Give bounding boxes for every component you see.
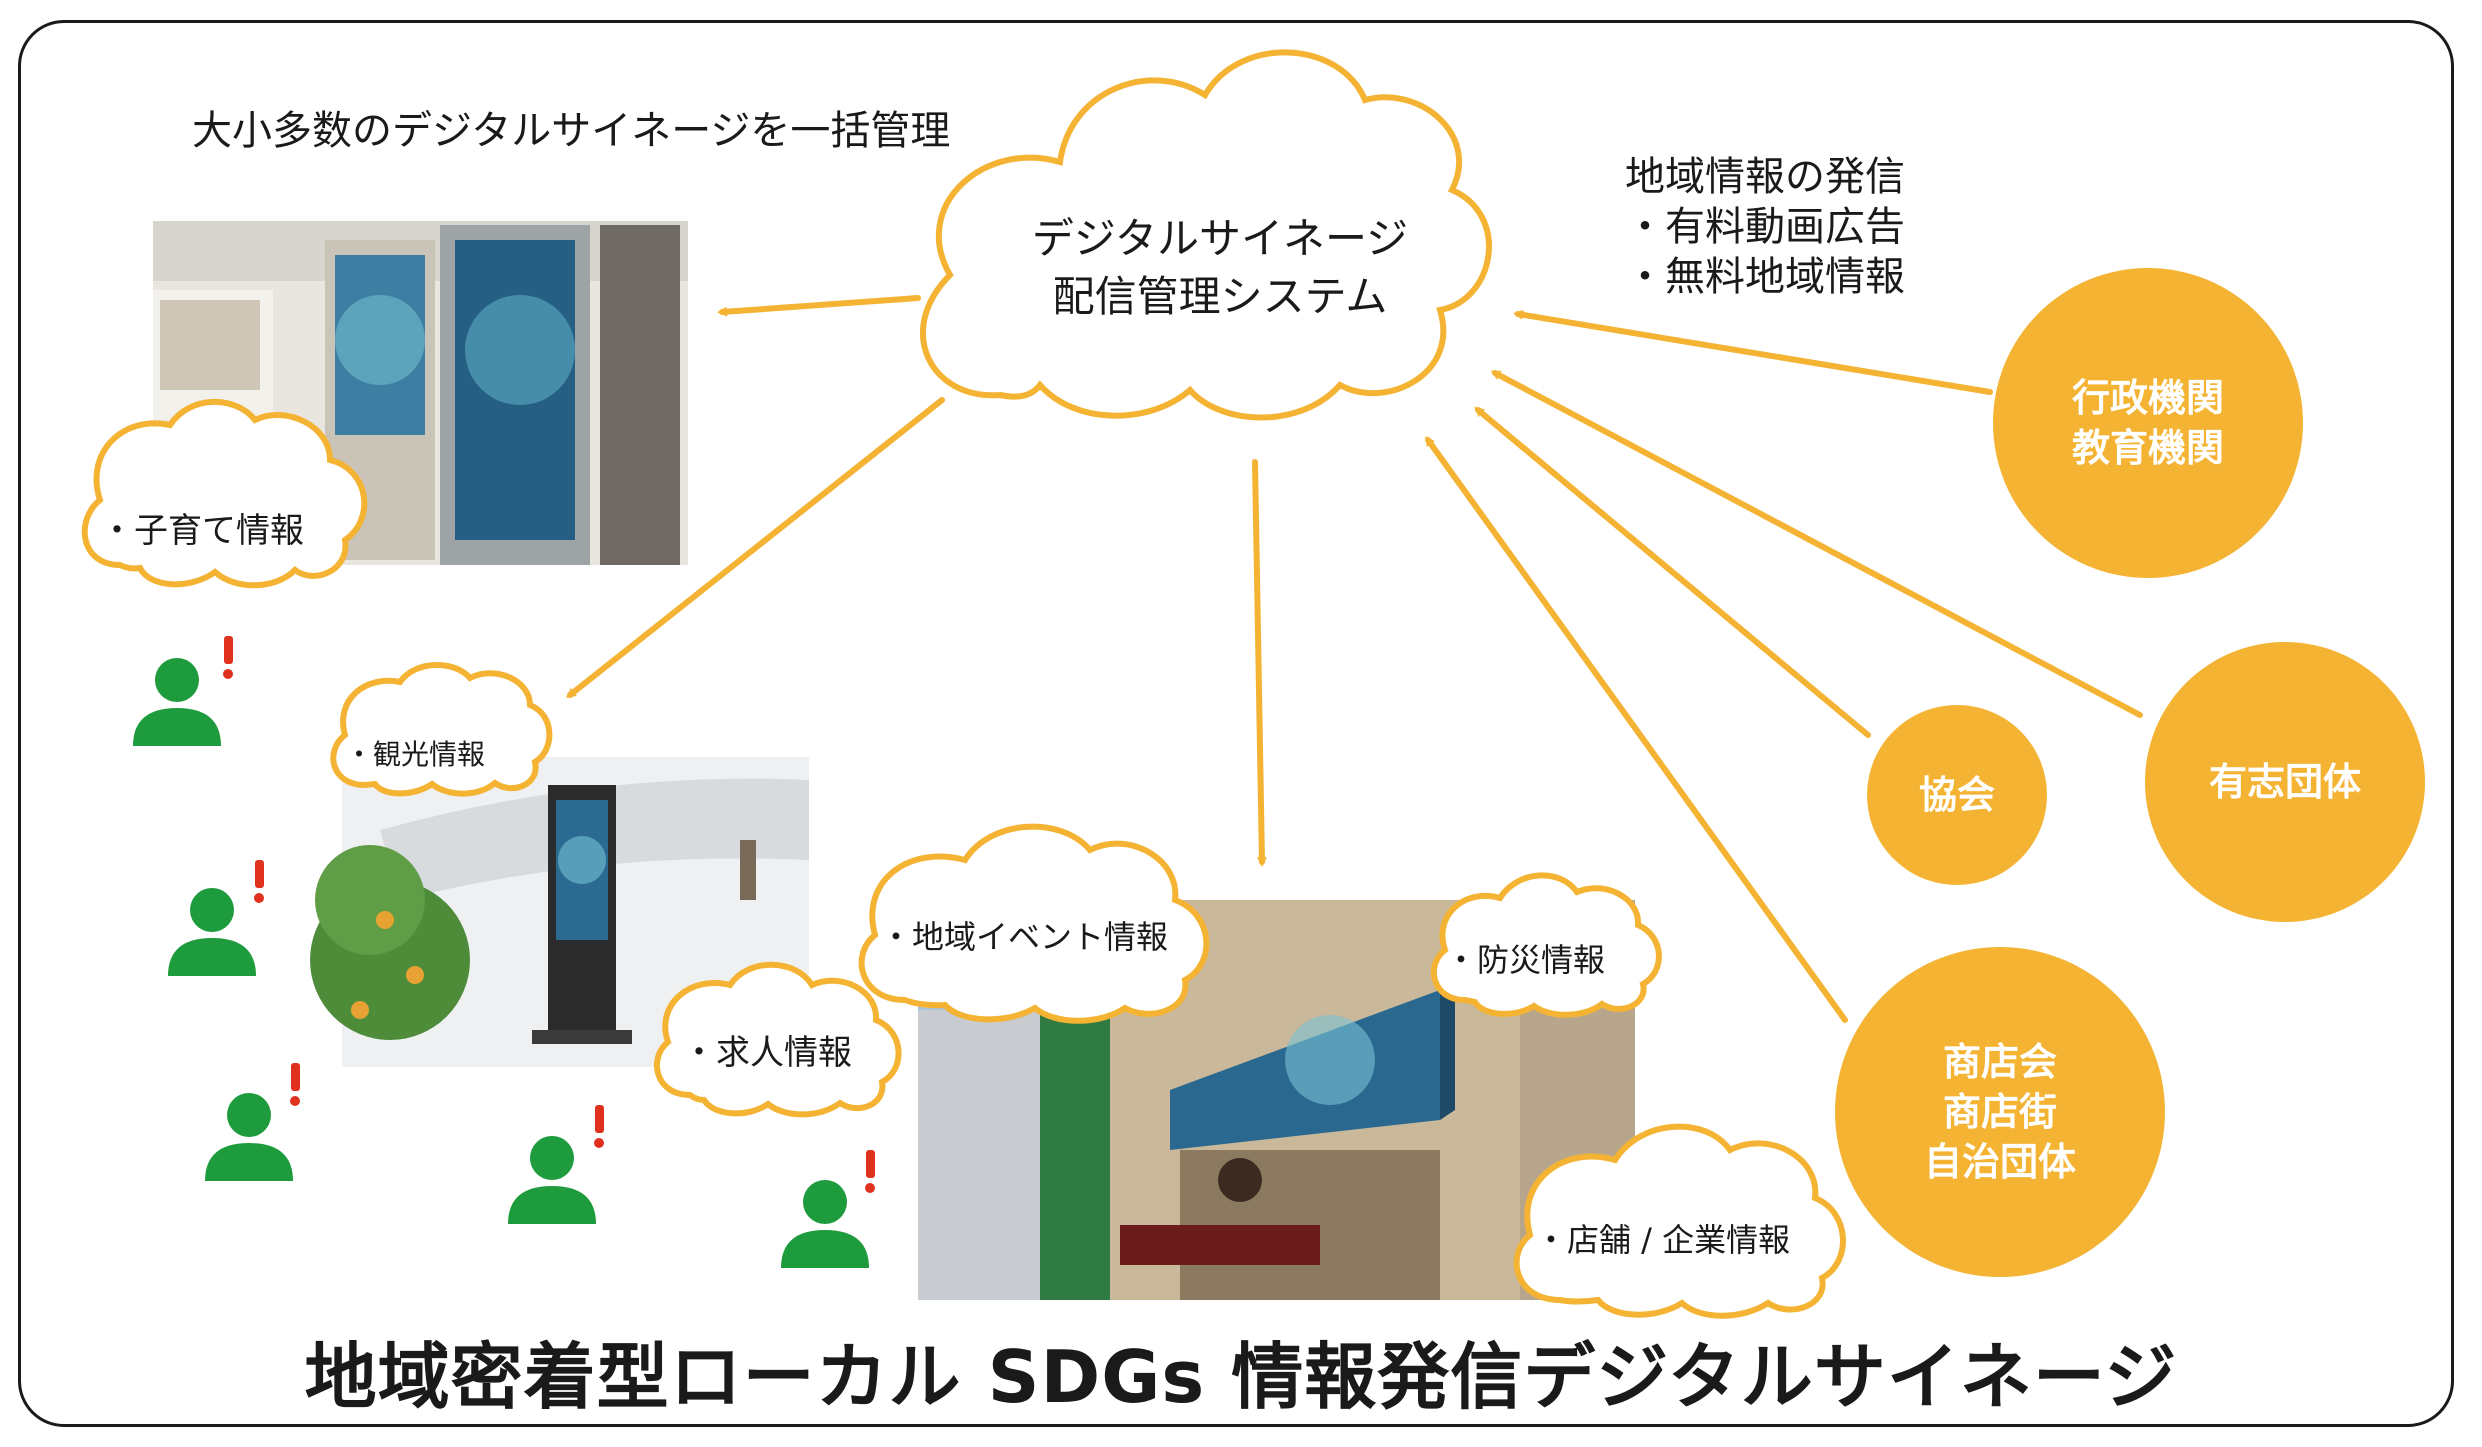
person-icon [205,1063,300,1181]
circle-association [1867,705,2047,885]
bubble-store: ・店舗 / 企業情報 [1535,1221,1791,1259]
outer-frame [18,20,2454,1427]
arrow-to-stand [566,397,945,699]
bubble-event: ・地域イベント情報 [880,918,1169,956]
arrow-to-building [1252,459,1267,867]
info-heading: 地域情報の発信 [1625,154,1905,200]
circle-label-government: 行政機関 教育機関 [2071,376,2224,470]
circle-government [1993,268,2303,578]
arrow-to-mall [717,295,921,317]
circle-volunteer [2145,642,2425,922]
arrows [566,295,2143,1023]
info-item-paid-ads: ・有料動画広告 [1625,204,1905,250]
bubble-shape-childcare [81,398,368,589]
bubble-disaster: ・防災情報 [1445,941,1606,979]
bubble-jobs: ・求人情報 [682,1033,852,1073]
circle-label-association: 協会 [1918,773,1995,817]
person-icon [508,1105,604,1224]
arrow-from-volunteer [1490,370,2143,718]
bubble-tourism: ・観光情報 [345,738,486,771]
bubble-shape-store [1513,1123,1846,1319]
bubble-childcare: ・子育て情報 [100,511,304,551]
central-cloud-shape [920,49,1492,421]
circle-commerce [1835,947,2165,1277]
arrow-from-commerce [1425,435,1848,1023]
central-cloud-line1: デジタルサイネージ [1031,214,1409,263]
arrow-from-association [1474,406,1871,738]
circle-label-commerce: 商店会 商店街 自治団体 [1923,1040,2076,1184]
header-label: 大小多数のデジタルサイネージを一括管理 [192,108,951,154]
info-item-free-info: ・無料地域情報 [1625,254,1905,300]
bubble-shape-event [858,823,1210,1024]
central-cloud-label: デジタルサイネージ 配信管理システム [1010,210,1430,326]
person-icon [781,1150,875,1268]
bubble-shape-jobs [654,961,902,1118]
central-cloud-line2: 配信管理システム [1052,272,1388,321]
person-icon [168,860,264,976]
info-block: 地域情報の発信 ・有料動画広告 ・無料地域情報 [1625,152,1905,302]
circle-label-volunteer: 有志団体 [2208,760,2361,804]
bubble-shape-disaster [1430,872,1662,1018]
page-title: 地域密着型ローカル SDGs 情報発信デジタルサイネージ [304,1335,2178,1419]
person-icon [133,636,233,746]
arrow-from-government [1513,309,1993,395]
bubble-shape-tourism [330,662,553,797]
